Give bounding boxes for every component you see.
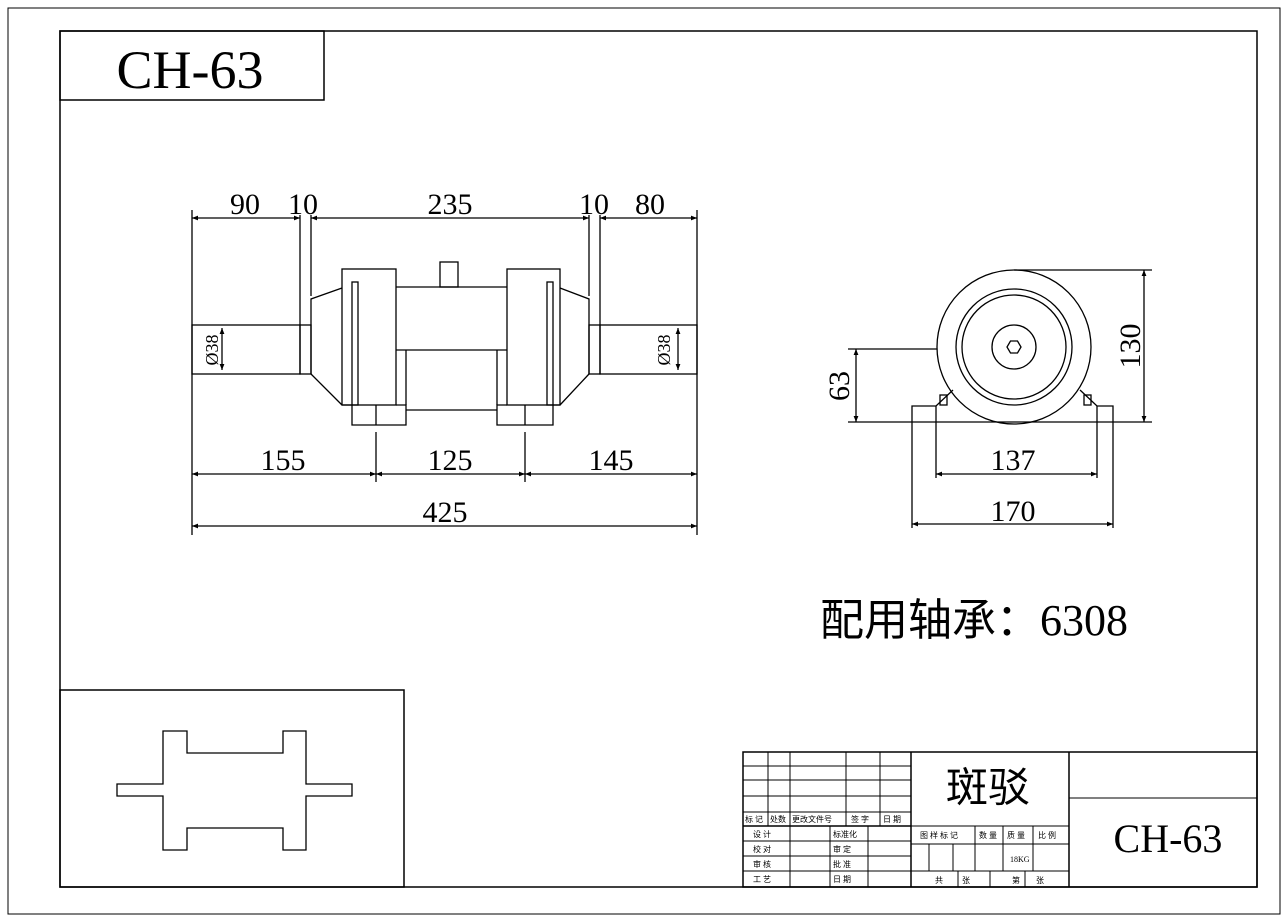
sign-design: 设 计	[753, 829, 771, 839]
info-mark: 图 样 标 记	[920, 830, 958, 840]
part-name: 斑驳	[946, 766, 1030, 812]
sheet-unit-2: 张	[1036, 876, 1044, 885]
sign-labels: 设 计 校 对 审 核 工 艺 标准化 审 定 批 准 日 期	[753, 829, 857, 884]
rev-header-count: 处数	[770, 814, 786, 824]
symbol-box	[59, 689, 405, 888]
dim-mount-outer: 170	[991, 495, 1036, 528]
dim-top-0: 90	[230, 188, 260, 221]
sheet-total: 共	[935, 876, 943, 885]
dim-top-1: 10	[288, 188, 318, 221]
info-qty: 数 量	[979, 830, 997, 840]
info-scale: 比 例	[1038, 830, 1056, 840]
dim-mount-inner: 137	[991, 444, 1036, 477]
dim-top-4: 80	[635, 188, 665, 221]
title-drawing-code: CH-63	[1114, 816, 1223, 861]
bearing-note: 配用轴承：6308	[820, 596, 1128, 645]
dim-overall: 425	[423, 496, 468, 529]
sign-date: 日 期	[833, 875, 851, 884]
roller-symbol	[116, 730, 353, 851]
sign-standard: 标准化	[833, 829, 857, 839]
dim-bottom-2: 145	[589, 444, 634, 477]
dim-total-height: 130	[1114, 324, 1147, 369]
sign-approve-1: 审 定	[833, 844, 851, 854]
dim-top-3: 10	[579, 188, 609, 221]
dim-bottom-0: 155	[261, 444, 306, 477]
sign-process: 工 艺	[753, 875, 771, 884]
drawing-code-label: CH-63	[117, 40, 264, 100]
shaft-dia-left: Ø38	[202, 335, 222, 366]
rev-header-sign: 签 字	[851, 814, 869, 824]
info-mass: 质 量	[1007, 830, 1025, 840]
rev-header-doc: 更改文件号	[792, 814, 832, 824]
dim-top-2: 235	[428, 188, 473, 221]
title-block	[742, 751, 1258, 888]
sheet-unit-1: 张	[962, 876, 970, 885]
rev-header-date: 日 期	[883, 815, 901, 824]
sign-review: 审 核	[753, 859, 771, 869]
rev-headers: 标 记 处数 更改文件号 签 字 日 期	[745, 814, 901, 824]
weight-value: 18KG	[1010, 855, 1030, 864]
sign-check: 校 对	[753, 844, 771, 854]
front-view	[191, 210, 698, 535]
rev-header-mark: 标 记	[745, 814, 763, 824]
info-headers: 图 样 标 记 数 量 质 量 比 例 18KG	[920, 830, 1056, 864]
dim-center-height: 63	[823, 371, 856, 401]
side-view	[848, 269, 1152, 528]
sheet-no: 第	[1012, 875, 1020, 885]
code-box: CH-63	[59, 30, 325, 101]
sheet-labels: 共 张 第 张	[935, 875, 1044, 885]
sheet-border	[7, 7, 1281, 915]
shaft-dia-right: Ø38	[654, 335, 674, 366]
sign-approve-2: 批 准	[833, 859, 851, 869]
dim-bottom-1: 125	[428, 444, 473, 477]
